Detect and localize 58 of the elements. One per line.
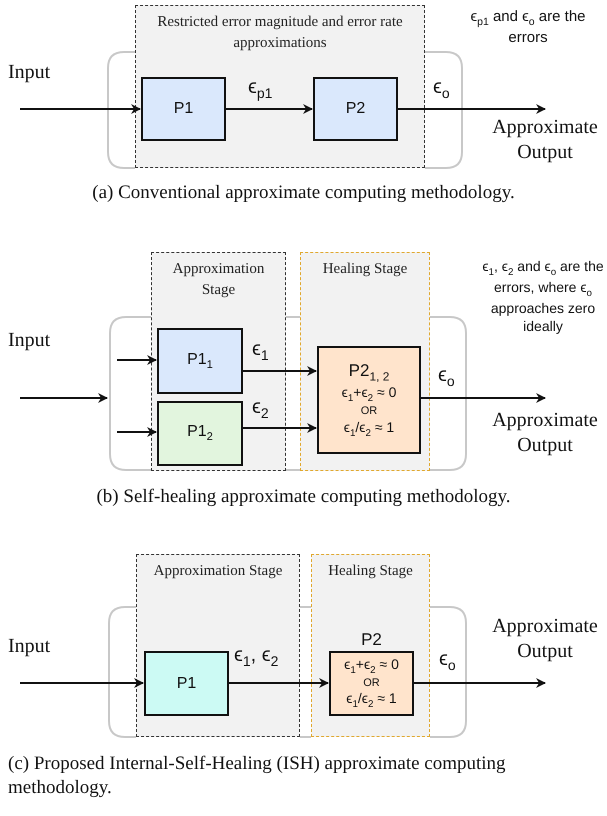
- arrow: [117, 355, 157, 365]
- note-text: ϵ$_{1}$, ϵ$_{2}$ and ϵ$_{o}$ are the errors, where ϵ$_{o}$ approaches zero ideally: [481, 258, 605, 336]
- process-label: P2: [360, 629, 383, 650]
- stage-region: [300, 252, 430, 471]
- stage-region: [135, 5, 425, 168]
- arrow: [225, 104, 313, 114]
- condition-text: ϵ$_{1}$/ϵ$_{2}$ ≈ 1: [346, 690, 397, 712]
- arrow: [117, 427, 157, 437]
- process-label: P1$_{2}$: [187, 422, 213, 445]
- process-box: [157, 328, 243, 394]
- output-label: Approximate Output: [486, 115, 604, 167]
- error-label: ϵ$_{p1}$: [248, 76, 272, 101]
- stage-heading: Healing Stage: [327, 562, 414, 581]
- condition-text: ϵ$_{1}$/ϵ$_{2}$ ≈ 1: [344, 419, 394, 440]
- caption: (c) Proposed Internal-Self-Healing (ISH) approximate computing methodology.: [8, 752, 507, 800]
- condition-text: ϵ$_{1}$+ϵ$_{2}$ ≈ 0: [342, 384, 396, 406]
- input-label: Input: [8, 328, 52, 353]
- arrow: [413, 678, 546, 688]
- error-label: ϵ$_{1}$, ϵ$_{2}$: [234, 644, 278, 669]
- arrow: [420, 393, 546, 403]
- process-box: [313, 77, 398, 141]
- note-text: ϵ$_{p1}$ and ϵ$_{o}$ are the errors: [469, 8, 587, 48]
- process-label: P2$_{1, 2}$: [348, 360, 390, 384]
- arrow: [242, 423, 317, 433]
- process-box: [141, 77, 226, 141]
- output-label: Approximate Output: [486, 408, 604, 460]
- arrow: [228, 678, 329, 688]
- process-box: [144, 651, 229, 716]
- process-box: [317, 346, 421, 454]
- input-label: Input: [8, 634, 52, 659]
- process-label: P1: [176, 674, 196, 694]
- condition-text: ϵ$_{1}$+ϵ$_{2}$ ≈ 0: [344, 656, 399, 677]
- error-label: ϵ$_{2}$: [252, 396, 269, 421]
- stage-heading: Healing Stage: [322, 260, 408, 279]
- process-label: P1$_{1}$: [187, 350, 213, 372]
- caption: (b) Self-healing approximate computing methodology.: [95, 485, 512, 509]
- stage-region: [311, 554, 430, 737]
- arrow: [397, 104, 546, 114]
- stage-region: [151, 252, 286, 471]
- arrow: [20, 104, 141, 114]
- stage-heading: Approximation Stage: [152, 562, 284, 581]
- caption: (a) Conventional approximate computing methodology.: [91, 181, 516, 205]
- error-label: ϵ$_{1}$: [252, 338, 269, 363]
- or-text: OR: [360, 405, 378, 419]
- error-label: ϵ$_{o}$: [438, 364, 455, 389]
- process-box: [157, 401, 243, 466]
- arrow: [20, 678, 144, 688]
- process-label: P2: [346, 99, 366, 119]
- output-label: Approximate Output: [486, 614, 604, 666]
- stage-heading: Restricted error magnitude and error rate approximations: [156, 13, 404, 53]
- arrow: [242, 366, 317, 376]
- or-text: OR: [363, 676, 380, 690]
- error-label: ϵ$_{o}$: [433, 76, 450, 101]
- error-label: ϵ$_{o}$: [439, 648, 456, 673]
- stage-region: [136, 554, 300, 737]
- process-label: P1: [174, 99, 194, 119]
- stage-heading: Approximation Stage: [172, 260, 266, 300]
- input-label: Input: [8, 60, 52, 85]
